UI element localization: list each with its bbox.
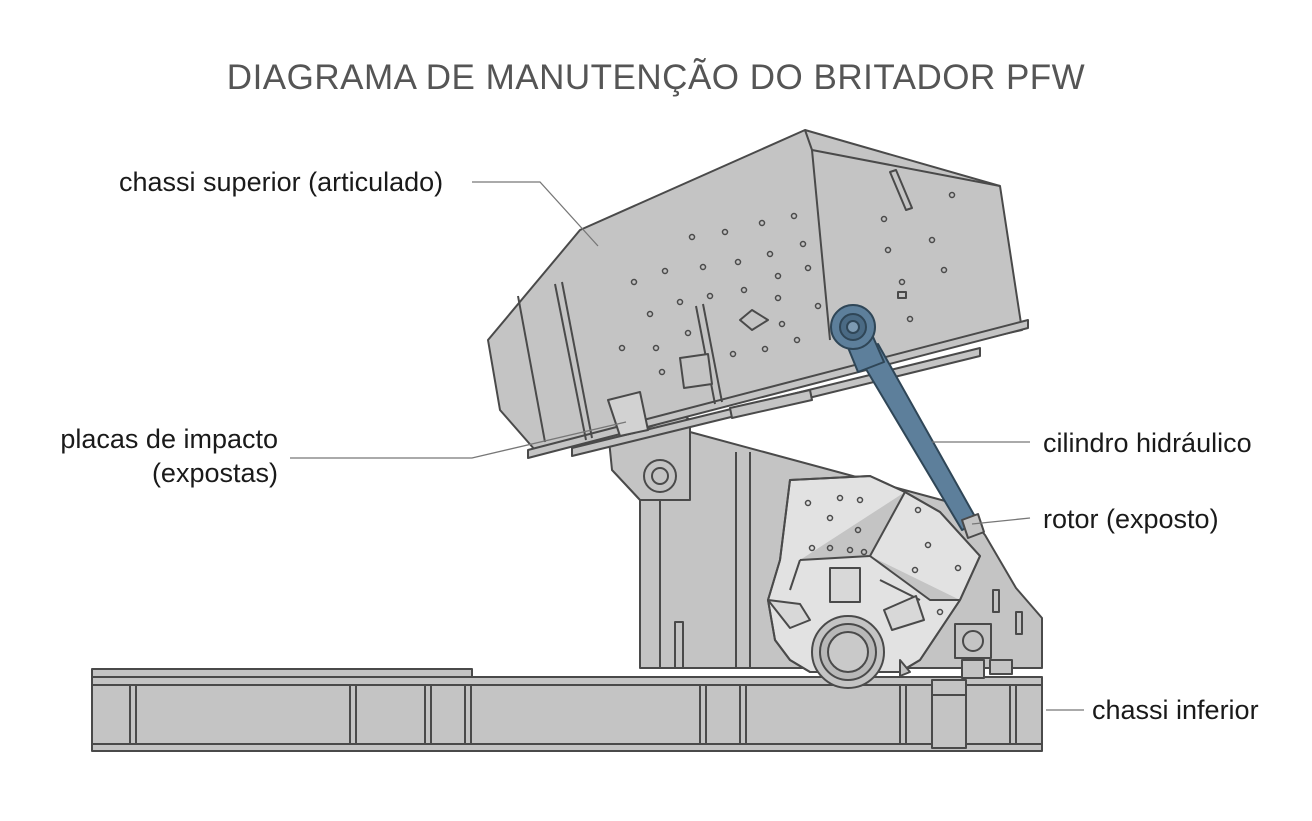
lower-frame [91, 668, 1043, 752]
label-rotor: rotor (exposto) [1043, 504, 1219, 534]
label-impact-plates-line2: (expostas) [151, 458, 278, 488]
label-impact-plates-line1: placas de impacto [60, 424, 278, 454]
diagram-title: DIAGRAMA DE MANUTENÇÃO DO BRITADOR PFW [226, 58, 1086, 97]
upper-frame-bolts [618, 191, 956, 376]
upper-frame [487, 129, 1029, 459]
label-lower-frame: chassi inferior [1092, 695, 1259, 725]
label-impact-plates: placas de impacto (expostas) [20, 422, 278, 490]
label-upper-frame: chassi superior (articulado) [119, 167, 444, 197]
hydraulic-cylinder [830, 304, 985, 539]
rotor-bolts [804, 494, 962, 616]
rotor [767, 475, 981, 689]
leader-impact-plates [290, 421, 627, 459]
label-hydraulic-cylinder: cilindro hidráulico [1043, 428, 1252, 458]
leader-rotor [971, 517, 1031, 525]
leader-lines [290, 181, 1084, 711]
leader-upper-frame [472, 181, 599, 247]
